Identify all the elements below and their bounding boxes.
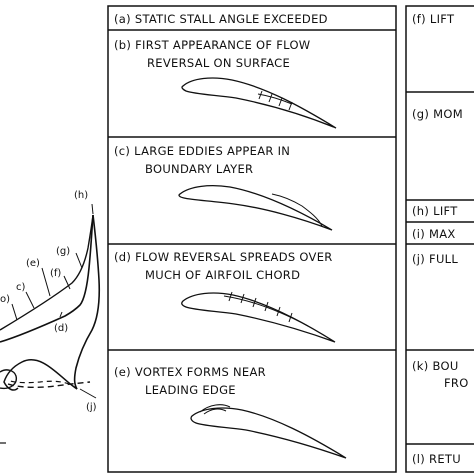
label-f: (f)	[50, 268, 61, 279]
panel-l-caption: (l) RETU	[412, 452, 461, 466]
panel-k-caption-2: FRO	[444, 376, 469, 390]
leader-g	[75, 252, 83, 269]
panel-f-caption: (f) LIFT	[412, 12, 455, 26]
panel-b-caption-2: REVERSAL ON SURFACE	[147, 56, 290, 70]
lift-overshoot-curve	[0, 214, 94, 331]
label-g: (g)	[56, 246, 70, 257]
leader-c	[25, 291, 35, 309]
panel-c: (c) LARGE EDDIES APPEAR IN BOUNDARY LAYE…	[114, 144, 333, 231]
panel-e-caption-1: (e) VORTEX FORMS NEAR	[114, 365, 266, 379]
label-c: c)	[16, 282, 25, 293]
label-b: o)	[0, 294, 10, 305]
leader-f	[63, 275, 71, 290]
panel-h-caption: (h) LIFT	[412, 204, 458, 218]
panel-e: (e) VORTEX FORMS NEAR LEADING EDGE	[114, 365, 347, 459]
panel-i-caption: (i) MAX	[412, 227, 456, 241]
leader-j	[79, 388, 97, 399]
lift-hysteresis-plot: (h) (g) (e) (f) c) o) (d) (j)	[0, 190, 101, 444]
panel-d-caption-1: (d) FLOW REVERSAL SPREADS OVER	[114, 250, 333, 264]
panel-b: (b) FIRST APPEARANCE OF FLOW REVERSAL ON…	[114, 38, 337, 129]
right-panel-column: (f) LIFT (g) MOM (h) LIFT (i) MAX (j) FU…	[405, 5, 474, 473]
panel-k-caption-1: (k) BOU	[412, 359, 459, 373]
panel-c-caption-2: BOUNDARY LAYER	[145, 162, 253, 176]
leader-e	[41, 267, 51, 297]
airfoil-b	[181, 77, 337, 129]
panel-b-caption-1: (b) FIRST APPEARANCE OF FLOW	[114, 38, 310, 52]
lift-stall-drop	[73, 214, 101, 390]
panel-c-caption-1: (c) LARGE EDDIES APPEAR IN	[114, 144, 290, 158]
panel-e-caption-2: LEADING EDGE	[145, 383, 236, 397]
leader-b	[11, 303, 18, 321]
label-d: (d)	[54, 323, 68, 334]
upstroke-curve	[0, 214, 94, 343]
airfoil-c	[178, 185, 333, 231]
label-h: (h)	[74, 190, 88, 201]
label-e: (e)	[26, 258, 40, 269]
panel-j-caption: (j) FULL	[412, 252, 458, 266]
airfoil-e	[190, 404, 347, 459]
return-dashed	[9, 380, 78, 390]
small-loop	[0, 369, 17, 390]
middle-panel-column: (a) STATIC STALL ANGLE EXCEEDED (b) FIRS…	[107, 5, 397, 473]
panel-a: (a) STATIC STALL ANGLE EXCEEDED	[114, 12, 328, 26]
panel-g-caption: (g) MOM	[412, 107, 463, 121]
reattachment-dashed	[7, 381, 91, 389]
airfoil-d	[181, 291, 336, 343]
label-j: (j)	[86, 402, 97, 413]
leader-d	[59, 311, 63, 318]
panel-d: (d) FLOW REVERSAL SPREADS OVER MUCH OF A…	[114, 250, 336, 343]
panel-d-caption-2: MUCH OF AIRFOIL CHORD	[145, 268, 300, 282]
leader-h	[91, 203, 94, 215]
panel-a-caption: (a) STATIC STALL ANGLE EXCEEDED	[114, 12, 328, 26]
